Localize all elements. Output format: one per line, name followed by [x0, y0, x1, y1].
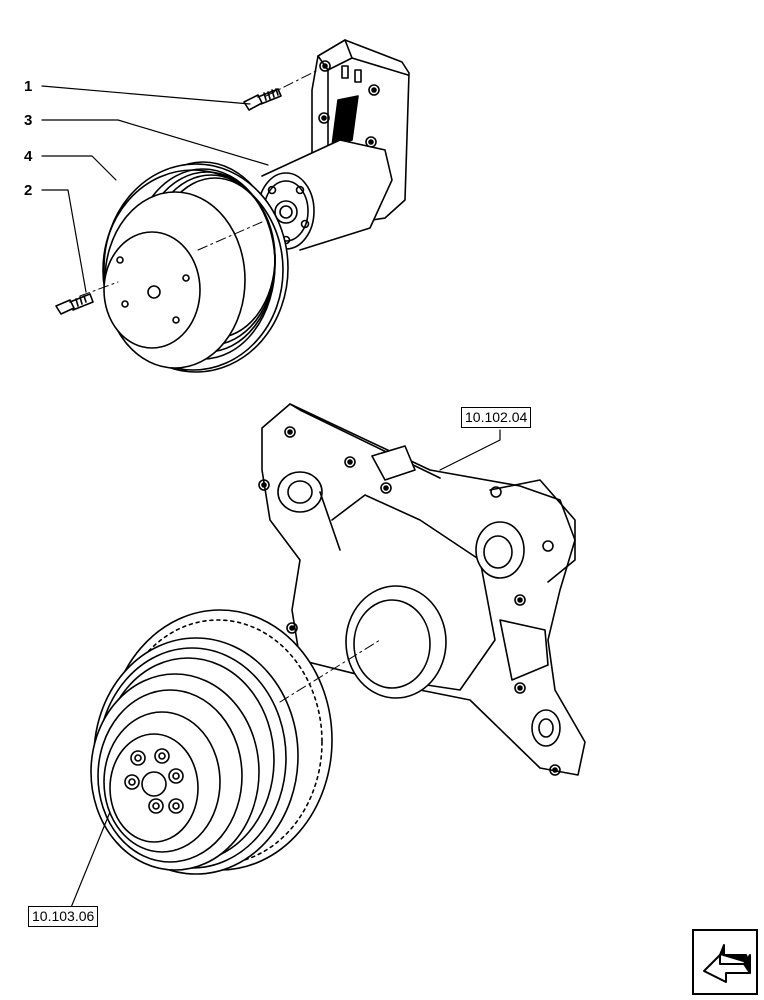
callout-2: 2 [24, 182, 33, 199]
navigation-button[interactable] [692, 929, 758, 995]
reference-damper[interactable]: 10.103.06 [28, 906, 99, 928]
leader-lines [41, 85, 501, 911]
arrow-icon [703, 944, 751, 983]
callout-3: 3 [24, 112, 33, 129]
bolt-part-1 [243, 88, 282, 111]
reference-timing-cover[interactable]: 10.102.04 [461, 407, 532, 429]
callout-1: 1 [24, 78, 33, 95]
vibration-damper [90, 609, 333, 875]
timing-cover [258, 403, 586, 776]
fan-bracket [257, 39, 410, 251]
center-lines [79, 69, 381, 703]
fan-pulley [102, 161, 289, 373]
callout-4: 4 [24, 148, 33, 165]
bolt-part-2 [55, 293, 94, 315]
